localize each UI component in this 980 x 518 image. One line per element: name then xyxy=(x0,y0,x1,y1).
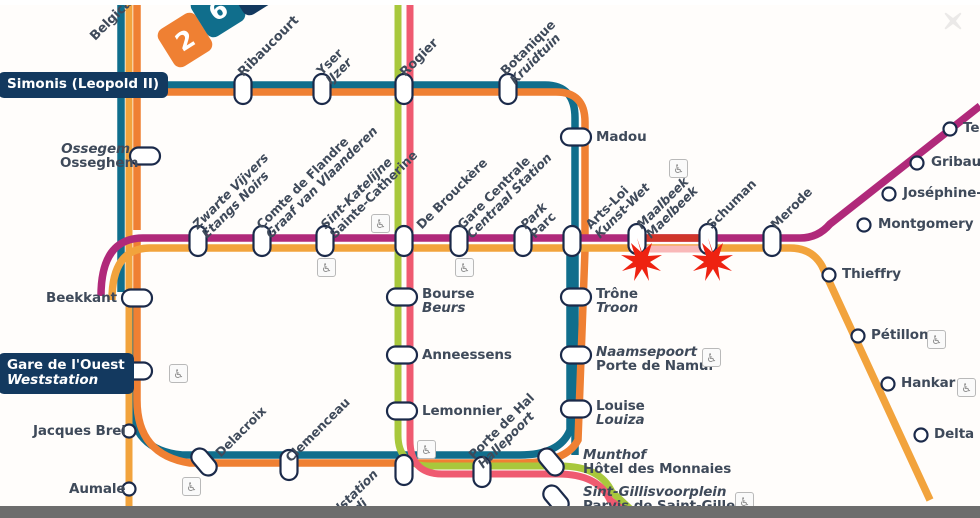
station-label-lemonnier: Lemonnier xyxy=(422,403,502,419)
station-marker-beekkant xyxy=(120,288,154,308)
station-marker-rogier xyxy=(394,72,414,106)
wheelchair-accessible-icon: ♿ xyxy=(417,440,436,459)
station-marker-anneessens xyxy=(385,345,419,365)
station-label-beekkant: Beekkant xyxy=(46,290,117,306)
top-strip xyxy=(0,0,980,5)
station-marker-gare-du-midi xyxy=(394,453,414,487)
wheelchair-accessible-icon: ♿ xyxy=(455,258,474,277)
station-label-hotel-des-monnaies: Munthof Hôtel des Monnaies xyxy=(583,447,732,478)
station-label-simonis[interactable]: Simonis (Leopold II) xyxy=(0,72,169,99)
station-label-ossegem: Ossegem Osseghem xyxy=(60,141,139,172)
station-marker-josephine-charlotte xyxy=(881,186,897,202)
station-marker-delta xyxy=(913,427,929,443)
wheelchair-accessible-icon: ♿ xyxy=(169,364,188,383)
station-marker-aumale xyxy=(121,481,137,497)
station-marker-bourse xyxy=(385,287,419,307)
wheelchair-accessible-icon: ♿ xyxy=(669,159,688,178)
station-label-delta: Delta xyxy=(934,426,975,442)
station-label-bourse: Bourse Beurs xyxy=(422,286,475,317)
station-marker-gribaumont xyxy=(909,155,925,171)
station-marker-petillon xyxy=(850,328,866,344)
station-marker-trone xyxy=(559,287,593,307)
station-label-gare-de-l-ouest[interactable]: Gare de l'Ouest Weststation xyxy=(0,353,134,395)
wheelchair-accessible-icon: ♿ xyxy=(957,378,976,397)
explosion-marker-schuman xyxy=(692,238,733,281)
station-marker-de-brouckere xyxy=(394,224,414,258)
station-marker-tomberg xyxy=(942,121,958,137)
wheelchair-accessible-icon: ♿ xyxy=(317,258,336,277)
station-label-jacques-brel: Jacques Brel xyxy=(33,423,126,439)
station-label-josephine-charlotte: Joséphine- xyxy=(903,185,980,201)
station-marker-montgomery xyxy=(856,217,872,233)
station-label-louise: Louise Louiza xyxy=(596,398,645,429)
station-label-gribaumont: Gribau xyxy=(931,154,980,170)
station-label-porte-de-namur: Naamsepoort Porte de Namur xyxy=(596,344,715,375)
wheelchair-accessible-icon: ♿ xyxy=(371,214,390,233)
station-marker-thieffry xyxy=(821,267,837,283)
station-marker-arts-loi xyxy=(562,224,582,258)
close-icon[interactable] xyxy=(942,10,964,32)
station-label-montgomery: Montgomery xyxy=(878,216,974,232)
station-marker-hankar xyxy=(880,376,896,392)
station-label-anneessens: Anneessens xyxy=(422,347,512,363)
station-marker-louise xyxy=(559,399,593,419)
station-label-madou: Madou xyxy=(596,129,647,145)
wheelchair-accessible-icon: ♿ xyxy=(702,348,721,367)
station-label-tomberg: Te xyxy=(963,120,980,136)
station-marker-madou xyxy=(559,127,593,147)
explosion-marker-maelbeek xyxy=(621,238,662,281)
station-marker-porte-de-namur xyxy=(559,345,593,365)
wheelchair-accessible-icon: ♿ xyxy=(927,330,946,349)
bottom-bar xyxy=(0,506,980,518)
station-label-aumale: Aumale xyxy=(69,481,126,497)
station-label-thieffry: Thieffry xyxy=(842,266,902,282)
station-label-petillon: Pétillon xyxy=(871,327,929,343)
station-marker-lemonnier xyxy=(385,401,419,421)
wheelchair-accessible-icon: ♿ xyxy=(182,477,201,496)
station-marker-jacques-brel xyxy=(121,423,137,439)
station-label-hankar: Hankar xyxy=(901,375,956,391)
station-marker-ribaucourt xyxy=(233,72,253,106)
station-label-trone: Trône Troon xyxy=(596,286,639,317)
